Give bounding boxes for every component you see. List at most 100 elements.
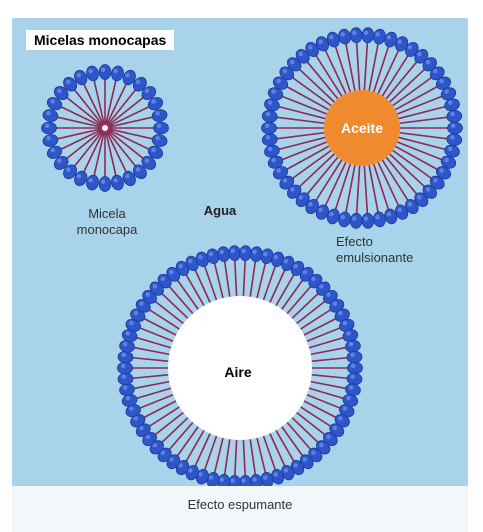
lipid-head-highlight — [387, 35, 392, 40]
lipid-head-highlight — [77, 73, 82, 78]
lipid-head-highlight — [352, 216, 357, 221]
lipid-head-highlight — [271, 89, 276, 94]
lipid-head-highlight — [88, 69, 93, 74]
lipid-head-highlight — [364, 216, 369, 221]
lipid-head-highlight — [319, 284, 324, 289]
lipid-head-highlight — [326, 435, 331, 440]
lipid-head-highlight — [155, 136, 160, 141]
lipid-head-highlight — [101, 180, 106, 185]
aire-label: Aire — [203, 364, 273, 380]
lipid-head-highlight — [450, 135, 455, 140]
lipid-head-highlight — [220, 477, 225, 482]
lipid-head-highlight — [290, 187, 295, 192]
lipid-head-highlight — [349, 385, 354, 390]
lipid-head-highlight — [57, 158, 62, 163]
lipid-head-highlight — [375, 32, 380, 37]
lipid-head-highlight — [155, 111, 160, 116]
lipid-head-highlight — [426, 60, 431, 65]
lipid-head — [228, 245, 240, 261]
lipid-head-highlight — [346, 396, 351, 401]
lipid-head-highlight — [346, 331, 351, 336]
lipid-head-highlight — [387, 212, 392, 217]
lipid-head-highlight — [293, 264, 298, 269]
lipid-head-highlight — [333, 301, 338, 306]
lipid-head-highlight — [397, 208, 402, 213]
lipid-head-highlight — [283, 178, 288, 183]
lipid-head-highlight — [303, 270, 308, 275]
lipid-head — [348, 362, 363, 374]
lipid-head-highlight — [273, 472, 278, 477]
lipid-head-highlight — [252, 250, 257, 255]
lipid-head-highlight — [333, 426, 338, 431]
micela-label-line2: monocapa — [62, 222, 152, 238]
lipid-head-highlight — [263, 252, 268, 257]
lipid-head-highlight — [311, 277, 316, 282]
lipid-head-highlight — [350, 353, 355, 358]
lipid-head-highlight — [66, 80, 71, 85]
lipid-head-highlight — [121, 374, 126, 379]
lipid-head-highlight — [303, 457, 308, 462]
lipid-head-highlight — [284, 468, 289, 473]
lipid-head-highlight — [101, 68, 106, 73]
lipid-head-highlight — [125, 174, 129, 179]
lipid-head — [42, 122, 57, 134]
lipid-head-highlight — [113, 178, 118, 183]
lipid-head-highlight — [293, 463, 298, 468]
lipid-head-highlight — [220, 250, 225, 255]
lipid-head-highlight — [349, 342, 354, 347]
lipid-head-highlight — [311, 450, 316, 455]
lipid-head-highlight — [126, 331, 131, 336]
lipid-head-highlight — [343, 406, 348, 411]
lipid-head-highlight — [268, 100, 273, 105]
lipid-head-highlight — [329, 35, 334, 40]
lipid-head-highlight — [169, 270, 174, 275]
lipid-head-highlight — [451, 124, 456, 129]
lipid-head-highlight — [209, 252, 214, 257]
lipid-head-highlight — [129, 321, 134, 326]
lipid-head-highlight — [230, 249, 235, 254]
lipid-head-highlight — [308, 202, 313, 207]
lipid-head-highlight — [351, 364, 356, 369]
lipid-head-highlight — [343, 321, 348, 326]
lipid-head-highlight — [230, 478, 235, 483]
lipid-head-highlight — [283, 69, 288, 74]
lipid-head-highlight — [77, 174, 82, 179]
lipid-head-highlight — [290, 60, 295, 65]
lipid-head-highlight — [136, 167, 141, 172]
lipid-head-highlight — [252, 477, 257, 482]
lipid-head-highlight — [444, 89, 449, 94]
emulsion-label-line2: emulsionante — [336, 250, 446, 266]
lipid-head-highlight — [198, 255, 203, 260]
lipid-head-highlight — [433, 178, 438, 183]
lipid-head-highlight — [198, 472, 203, 477]
aceite-label: Aceite — [322, 120, 402, 136]
lipid-head-highlight — [408, 45, 413, 50]
lipid-head — [99, 65, 111, 80]
lipid-head-highlight — [276, 168, 281, 173]
micela-label: Micela monocapa — [62, 206, 152, 238]
lipid-head-highlight — [50, 148, 55, 153]
lipid-head-highlight — [66, 167, 71, 172]
lipid-head-highlight — [151, 99, 156, 104]
lipid-head-highlight — [46, 136, 51, 141]
lipid-head-highlight — [263, 475, 268, 480]
lipid-head-highlight — [273, 255, 278, 260]
lipid-head-highlight — [299, 52, 304, 57]
lipid-head-highlight — [433, 69, 438, 74]
lipid-head-highlight — [439, 79, 444, 84]
lipid-head-highlight — [338, 416, 343, 421]
lipid-head-highlight — [151, 148, 156, 153]
lipid-head-highlight — [161, 277, 166, 282]
lipid-head-highlight — [350, 374, 355, 379]
lipid-head-highlight — [157, 124, 162, 129]
lipid-head-highlight — [444, 158, 449, 163]
lipid-head-highlight — [145, 292, 150, 297]
lipid-head-highlight — [276, 79, 281, 84]
lipid-head-highlight — [125, 73, 129, 78]
agua-label: Agua — [190, 203, 250, 219]
lipid-head-highlight — [88, 178, 93, 183]
lipid-head-highlight — [271, 158, 276, 163]
lipid-head-highlight — [329, 212, 334, 217]
lipid-head-highlight — [318, 39, 323, 44]
